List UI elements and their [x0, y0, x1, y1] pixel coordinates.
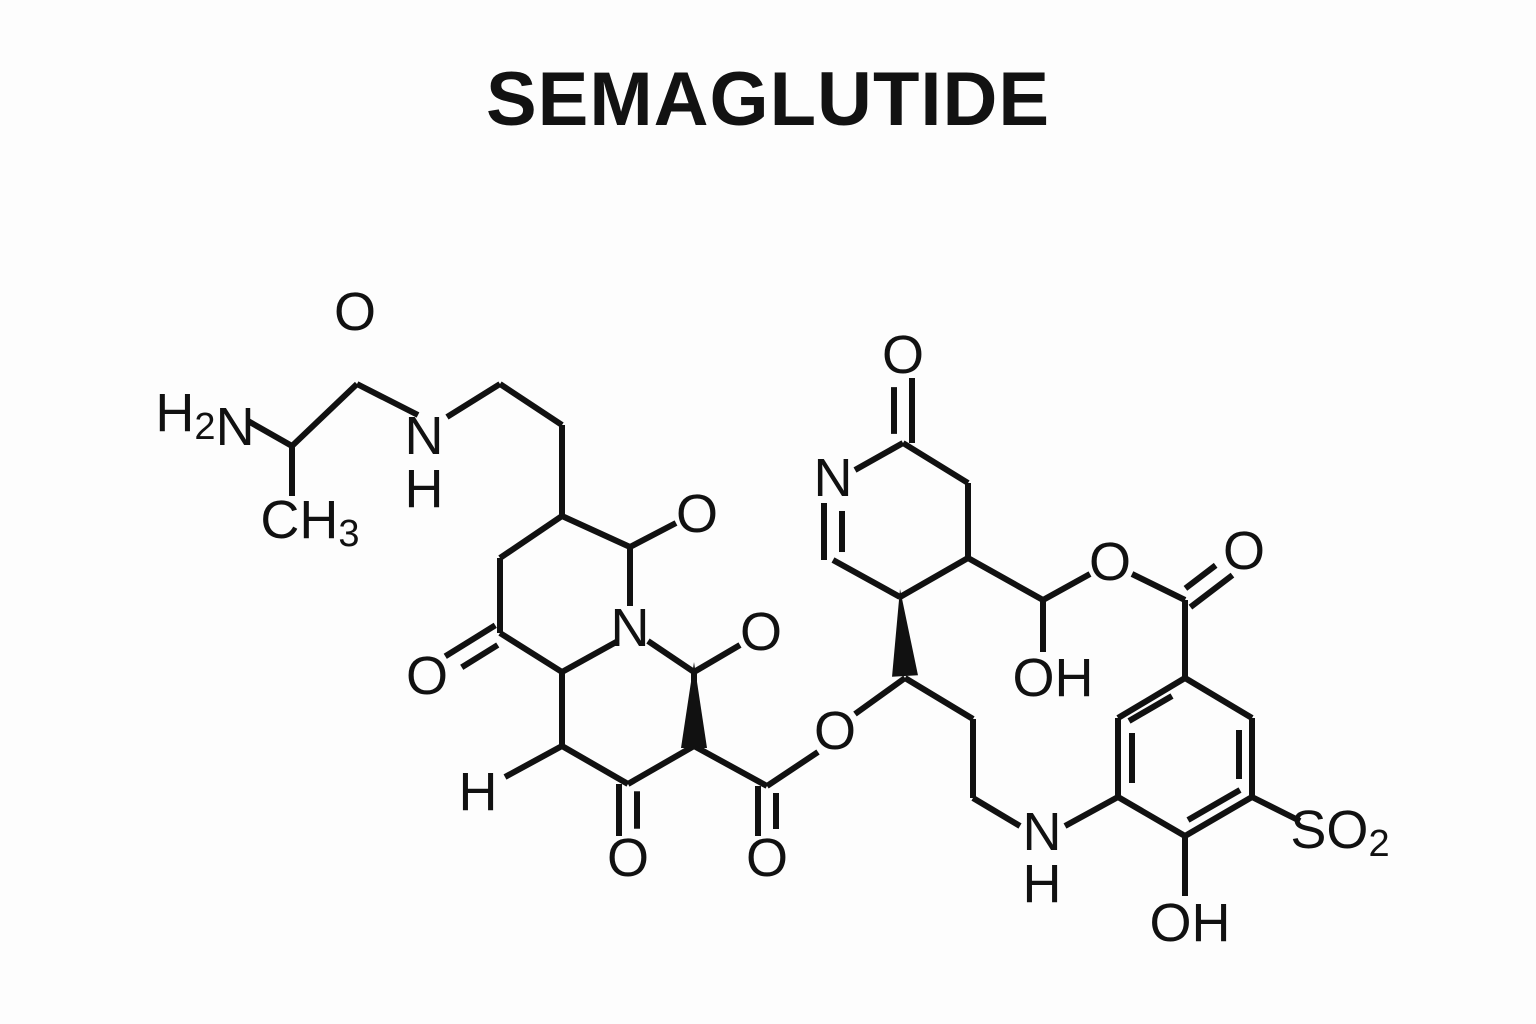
glyphs: N — [216, 397, 255, 457]
carbinol-to-ester-oxygen — [1041, 571, 1092, 603]
ringD-c6-to-sulfonyl — [1250, 794, 1302, 824]
glyphs: O — [814, 701, 856, 761]
glyphs: CH — [260, 490, 338, 550]
ringA-c3-to-c2 — [498, 513, 564, 561]
bridge-oxygen-to-chain-stereo — [853, 675, 907, 717]
ringB-c6-to-c7 — [626, 743, 696, 787]
ringC-c4-to-carbinol — [966, 555, 1045, 603]
ringA-c1-to-ketone-oxygen-b — [460, 642, 500, 670]
ringA-c4-to-c3 — [560, 513, 632, 550]
atom-label-ester-bridge-oxygen: O — [814, 701, 856, 761]
glyphs: O — [334, 282, 376, 342]
ringA-c1-to-ketone-oxygen-a — [443, 622, 497, 659]
ringC-c6-to-n — [853, 440, 905, 473]
amide-carbonyl-to-nitrogen — [355, 381, 420, 418]
atom-label-ketone-oxygen-bottom: O — [607, 828, 649, 888]
glyphs: N — [611, 598, 650, 658]
atom-label-n-terminal-amine: H2N — [155, 383, 254, 457]
chain-stereo-to-ch2c — [903, 675, 975, 722]
page-title: SEMAGLUTIDE — [485, 57, 1051, 142]
atom-label-benzoate-carbonyl-oxygen: O — [1223, 521, 1265, 581]
ringC-c2-to-c3 — [831, 557, 902, 600]
atom-label-ring-nitrogen-bridge: N — [611, 598, 650, 658]
atom-label-methyl-side-chain: CH3 — [260, 490, 359, 555]
ch2a-to-ch2b — [498, 381, 564, 428]
amine-to-alpha-carbon — [246, 418, 294, 449]
atom-label-carbinol-hydroxyl: OH — [1013, 648, 1094, 708]
atom-label-amide-nitrogen-hydrogen: H — [405, 459, 444, 519]
atom-label-amide-nitrogen: N — [405, 406, 444, 466]
ringB-c7-to-ester-carbonyl — [692, 743, 769, 789]
atom-label-pyridinone-ketone-oxygen: O — [882, 325, 924, 385]
atom-label-ketone-oxygen-left: O — [406, 646, 448, 706]
ringB-c8-to-n — [646, 638, 696, 675]
ringD-inner-c1-c6 — [1186, 787, 1242, 823]
stereo-wedges-layer — [681, 589, 918, 748]
subscript: 3 — [338, 513, 359, 555]
atom-label-lactam-oxygen-lower: O — [740, 602, 782, 662]
glyphs: O — [1223, 521, 1265, 581]
ringD-c2-to-c1 — [1116, 794, 1187, 839]
atom-label-lactam-oxygen-upper: O — [676, 484, 718, 544]
glyphs: OH — [1013, 648, 1094, 708]
glyphs: O — [746, 828, 788, 888]
glyphs: N — [814, 448, 853, 508]
aniline-nitrogen-to-aryl-c1 — [1063, 794, 1120, 829]
glyphs: N — [405, 406, 444, 466]
pyridinone-c3-stereo-wedge — [892, 589, 918, 677]
subscript: 2 — [1368, 823, 1389, 865]
ringA-c4-to-oxygen — [628, 520, 678, 550]
alpha-carbon-to-carbonyl — [289, 381, 360, 449]
atom-label-aniline-nitrogen-hydrogen: H — [1023, 854, 1062, 914]
ringD-inner-c4-c3 — [1127, 693, 1174, 724]
atom-label-phenol-hydroxyl: OH — [1150, 893, 1231, 953]
glyphs: O — [676, 484, 718, 544]
atom-label-sulfonyl-group: SO2 — [1290, 800, 1389, 865]
glyphs: SO — [1290, 800, 1368, 860]
ringD-c1-to-c6 — [1183, 794, 1254, 839]
glyphs: H — [1023, 854, 1062, 914]
ester-carbonyl-to-bridge-oxygen — [765, 749, 820, 789]
benzoate-carbonyl-to-oxygen-b — [1183, 562, 1218, 591]
glyphs: H — [459, 762, 498, 822]
lactam-c8-stereo-wedge — [681, 662, 707, 748]
ringA-c1-to-bridgehead — [498, 630, 564, 675]
bonds-layer — [246, 378, 1302, 896]
glyphs: O — [406, 646, 448, 706]
glyphs: O — [882, 325, 924, 385]
atom-label-amide-carbonyl-oxygen: O — [334, 282, 376, 342]
atom-label-ester-bridge-oxygen-right: O — [1089, 532, 1131, 592]
ringB-c8-to-oxygen — [692, 642, 742, 675]
aromatic-inner-bonds-layer — [1127, 693, 1242, 823]
ringD-c5-to-c4 — [1183, 675, 1254, 721]
ch2d-to-aniline-nitrogen — [971, 795, 1022, 829]
atom-label-pyridinone-nitrogen: N — [814, 448, 853, 508]
glyphs: H — [405, 459, 444, 519]
glyphs: O — [1089, 532, 1131, 592]
ester-oxygen-to-benzoate-carbonyl — [1130, 571, 1187, 603]
ringC-c5-to-c6 — [901, 440, 970, 486]
ringB-c5-to-c6 — [560, 743, 630, 787]
glyphs: OH — [1150, 893, 1231, 953]
ringD-c4-to-c3 — [1116, 675, 1187, 721]
glyphs: N — [1023, 802, 1062, 862]
glyphs: O — [607, 828, 649, 888]
amide-nitrogen-to-ch2a — [445, 381, 502, 420]
subscript: 2 — [194, 406, 215, 448]
atom-label-ester-carbonyl-oxygen-left: O — [746, 828, 788, 888]
atom-label-aniline-nitrogen: N — [1023, 802, 1062, 862]
glyphs: O — [740, 602, 782, 662]
benzoate-carbonyl-to-oxygen-a — [1188, 572, 1235, 610]
glyphs: H — [155, 383, 194, 443]
atom-label-bridgehead-hydrogen: H — [459, 762, 498, 822]
ringA-bridgehead-to-n — [560, 638, 620, 675]
ringC-c3-to-c4 — [898, 555, 970, 600]
ringB-c5-to-hydrogen — [503, 743, 564, 780]
